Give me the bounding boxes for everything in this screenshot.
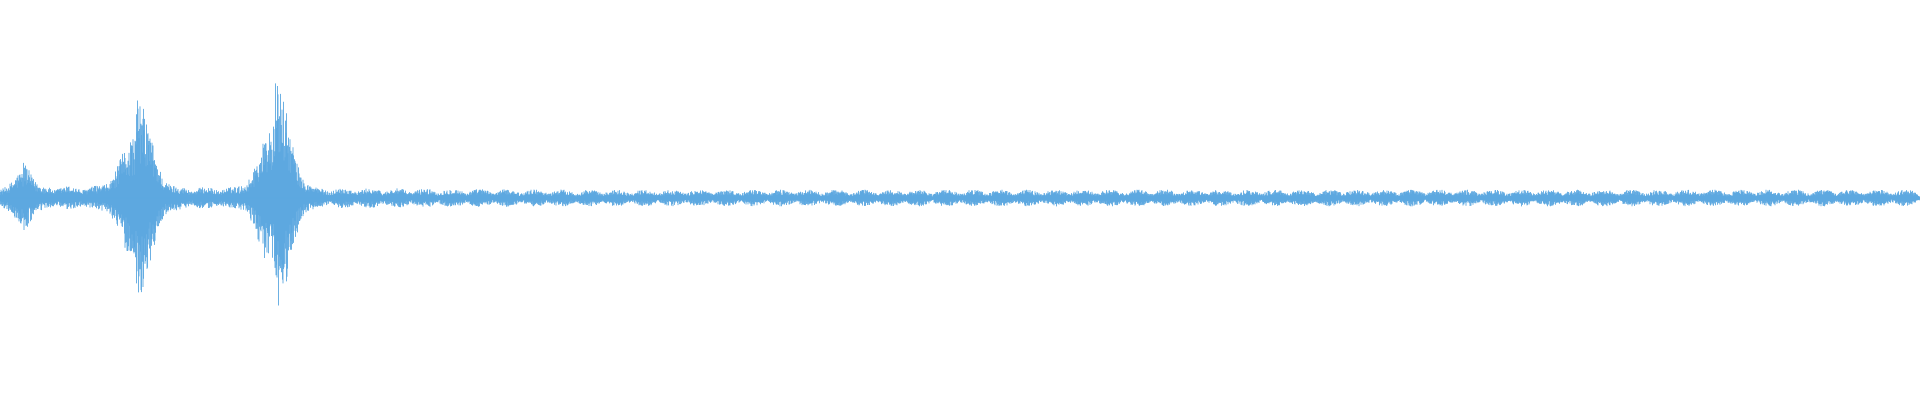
waveform-path [0, 83, 1920, 306]
waveform-lines [0, 83, 1920, 306]
